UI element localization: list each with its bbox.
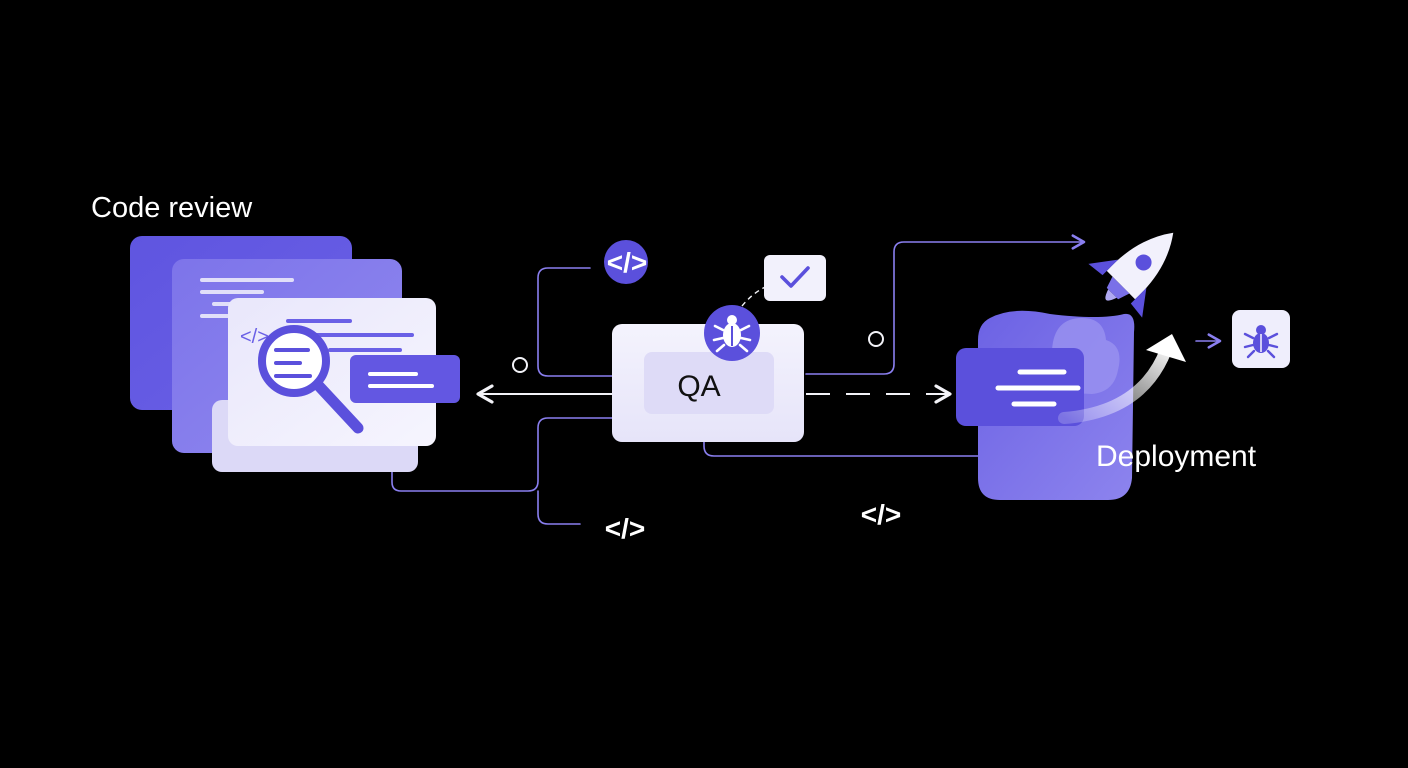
- connector-qa-to-deployment: [703, 427, 1078, 464]
- qa-label-box: [644, 352, 774, 414]
- connectors: [391, 234, 1222, 525]
- code-tag-icon-lower-left: </>: [605, 513, 645, 544]
- check-icon: [764, 255, 826, 301]
- code-review-stage: Code review </>: [91, 192, 460, 472]
- connector-review-bottom: [391, 417, 613, 492]
- qa-stage: QA: [612, 255, 826, 442]
- connector-node-left: [512, 357, 528, 373]
- connector-node-right: [868, 331, 884, 347]
- swoosh-arrow: [1058, 334, 1186, 424]
- deployment-panel-lines: [995, 369, 1081, 407]
- rocket-icon: [1088, 232, 1174, 318]
- connector-qa-to-rocket: [805, 234, 1086, 375]
- deployment-label: Deployment: [1096, 440, 1257, 473]
- bug-box-icon: [1232, 310, 1290, 368]
- magnifier-icon: [258, 325, 364, 434]
- connector-lower-tag: [537, 490, 581, 525]
- code-tag-badge-top: </>: [604, 240, 648, 284]
- qa-label: QA: [677, 370, 720, 403]
- code-review-label: Code review: [91, 192, 253, 224]
- code-tag-text-front: </>: [240, 326, 269, 348]
- connector-upper-tag: [537, 267, 641, 377]
- bug-icon: [704, 305, 760, 361]
- code-tag-icon: </>: [607, 247, 647, 278]
- code-tag-icon-lower-right: </>: [861, 499, 901, 530]
- deployment-stage: Deployment: [956, 232, 1290, 500]
- comment-chip: [350, 355, 460, 403]
